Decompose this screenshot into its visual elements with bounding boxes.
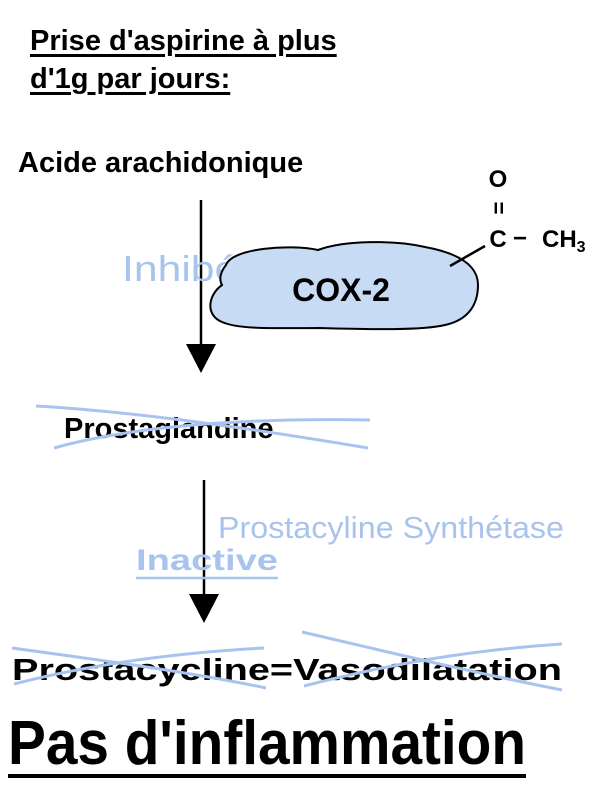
acetyl-carbon: C	[489, 226, 506, 253]
product-equals: =	[270, 652, 293, 687]
product-line: Prostacycline=Vasodilatation	[12, 652, 562, 687]
inactive-label: Inactive	[136, 544, 278, 577]
arrow-down-icon	[189, 480, 219, 623]
intermediate-strike	[35, 404, 371, 450]
acetyl-methyl: CH3	[542, 226, 586, 256]
conclusion-label: Pas d'inflammation	[8, 709, 526, 778]
acetyl-methyl-subscript: 3	[577, 239, 586, 256]
acetyl-group: O = C − CH3	[486, 166, 586, 256]
acetyl-double-bond: =	[486, 202, 511, 215]
acetyl-methyl-ch: CH	[542, 226, 577, 253]
cox2-enzyme-shape	[209, 241, 480, 331]
page-title: Prise d'aspirine à plus d'1g par jours:	[30, 22, 450, 98]
title-line-1: Prise d'aspirine à plus	[30, 25, 337, 57]
acetyl-oxygen: O	[489, 166, 508, 193]
enzyme-label: COX-2	[292, 272, 390, 308]
title-line-2: d'1g par jours:	[30, 63, 231, 95]
acetyl-single-bond: −	[513, 225, 527, 252]
arrow-down-icon	[186, 200, 216, 373]
substrate-label: Acide arachidonique	[18, 147, 303, 179]
acetyl-bond-line	[449, 244, 486, 268]
synthase-label: Prostacyline Synthétase	[218, 510, 564, 545]
product-strike	[11, 630, 563, 692]
